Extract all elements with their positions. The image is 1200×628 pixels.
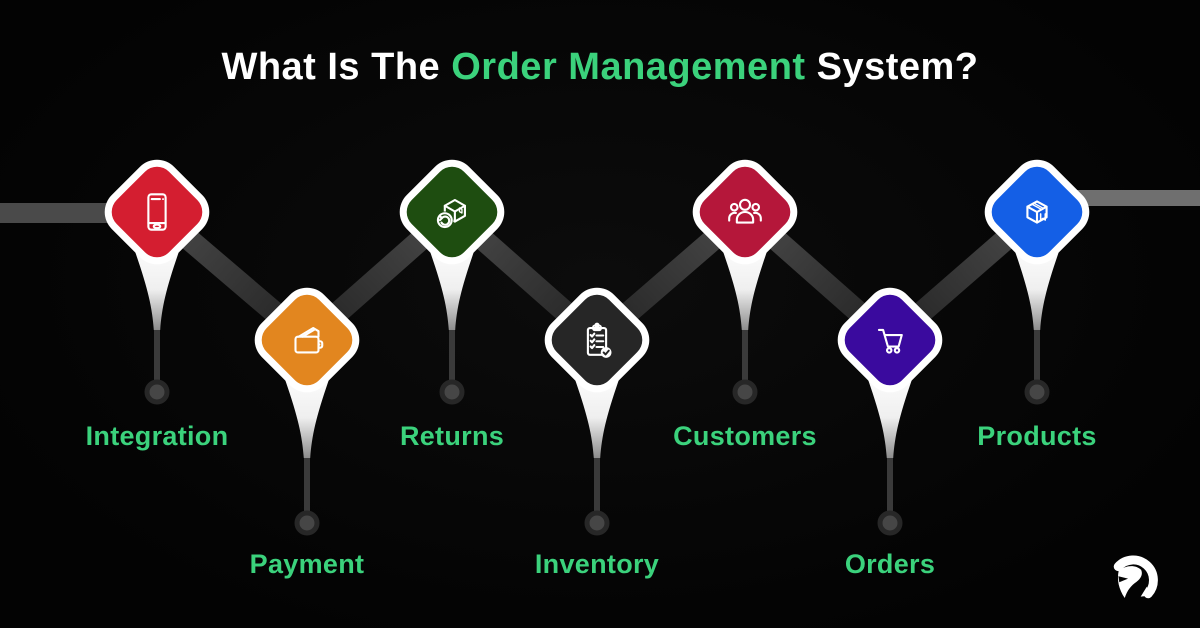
product-box-icon (1014, 189, 1060, 235)
page-title: What Is The Order Management System? (0, 46, 1200, 89)
title-suffix: System? (805, 46, 979, 88)
node-label-payment: Payment (249, 549, 365, 579)
diamond-badge (94, 149, 220, 275)
diamond-fill (399, 159, 505, 265)
diamond-badge (827, 277, 953, 403)
node-label-orders: Orders (844, 549, 936, 579)
wallet-icon (284, 317, 330, 363)
diamond-fill (254, 287, 360, 393)
shopping-cart-icon (867, 317, 913, 363)
checklist-clipboard-icon (574, 317, 620, 363)
title-highlight: Order Management (451, 46, 806, 88)
diamond-fill (837, 287, 943, 393)
diamond-fill (544, 287, 650, 393)
node-label-integration: Integration (85, 421, 229, 451)
diamond-fill (692, 159, 798, 265)
pin-dots (144, 379, 1050, 536)
return-box-icon (429, 189, 475, 235)
diamond-badge (974, 149, 1100, 275)
brand-logo (1105, 546, 1167, 606)
diamond-badge (682, 149, 808, 275)
diamond-fill (104, 159, 210, 265)
title-prefix: What Is The (221, 46, 452, 88)
smartphone-icon (134, 189, 180, 235)
diamond-fill (984, 159, 1090, 265)
diamond-badge (244, 277, 370, 403)
spartan-helmet-icon (1105, 555, 1167, 610)
node-label-inventory: Inventory (534, 549, 660, 579)
pin-tails (131, 240, 1063, 458)
diamond-badge (389, 149, 515, 275)
customers-group-icon (722, 189, 768, 235)
node-label-products: Products (977, 421, 1097, 451)
node-label-returns: Returns (399, 421, 505, 451)
node-label-customers: Customers (673, 421, 817, 451)
diamond-badge (534, 277, 660, 403)
